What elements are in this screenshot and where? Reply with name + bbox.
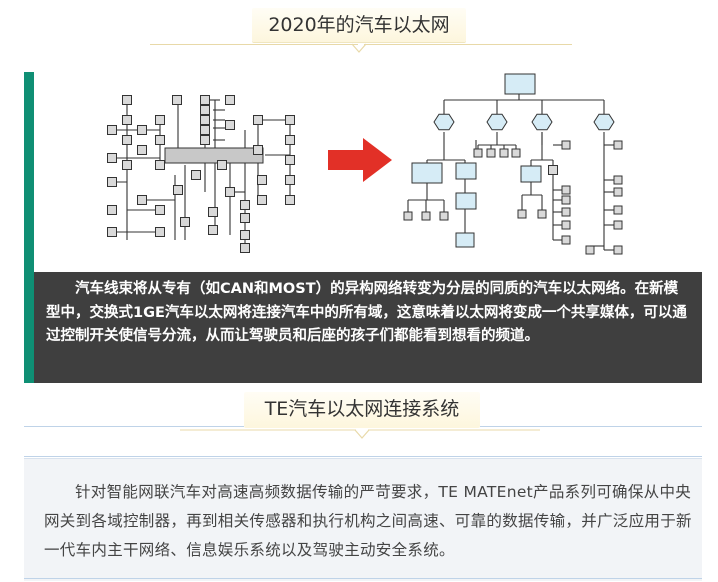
sensor-node bbox=[517, 209, 527, 219]
central-bus bbox=[164, 147, 264, 164]
device-node bbox=[173, 185, 183, 195]
sensor-node bbox=[548, 165, 558, 175]
device-node bbox=[155, 135, 165, 145]
body-text-panel bbox=[24, 458, 702, 581]
section-divider-top-left bbox=[24, 426, 244, 427]
device-node bbox=[137, 145, 147, 155]
device-node bbox=[225, 120, 235, 130]
sensor-node bbox=[561, 235, 571, 245]
sensor-node bbox=[561, 220, 571, 230]
device-node bbox=[155, 227, 165, 237]
device-node bbox=[155, 205, 165, 215]
domain-controller bbox=[455, 192, 477, 210]
device-node bbox=[240, 230, 250, 240]
heading-divider-right bbox=[364, 44, 572, 45]
domain-switch bbox=[593, 113, 615, 131]
device-node bbox=[200, 115, 210, 125]
domain-controller bbox=[520, 165, 542, 183]
domain-controller bbox=[455, 232, 475, 248]
device-node bbox=[225, 187, 235, 197]
sensor-node bbox=[561, 185, 571, 195]
sensor-node bbox=[486, 148, 496, 158]
device-node bbox=[285, 115, 295, 125]
sensor-node bbox=[613, 175, 623, 185]
section-divider-top-right bbox=[480, 426, 702, 427]
body-divider-bottom bbox=[24, 578, 702, 579]
device-node bbox=[257, 175, 267, 185]
device-node bbox=[285, 155, 295, 165]
device-node bbox=[180, 217, 190, 227]
device-node bbox=[240, 213, 250, 223]
device-node bbox=[285, 195, 295, 205]
device-node bbox=[240, 243, 250, 253]
sensor-node bbox=[473, 148, 483, 158]
domain-controller bbox=[455, 162, 477, 180]
body-divider bbox=[24, 456, 702, 457]
figure-caption: 汽车线束将从专有（如CAN和MOST）的异构网络转变为分层的同质的汽车以太网络。… bbox=[34, 272, 702, 383]
device-node bbox=[122, 95, 132, 105]
device-node bbox=[122, 115, 132, 125]
device-node bbox=[253, 115, 263, 125]
device-node bbox=[200, 135, 210, 145]
device-node bbox=[137, 125, 147, 135]
body-paragraph: 针对智能网联汽车对高速高频数据传输的严苛要求，TE MATEnet产品系列可确保… bbox=[44, 483, 692, 559]
device-node bbox=[155, 160, 165, 170]
device-node bbox=[122, 160, 132, 170]
domain-switch bbox=[531, 113, 553, 131]
sensor-node bbox=[439, 211, 449, 221]
device-node bbox=[172, 95, 182, 105]
device-node bbox=[155, 115, 165, 125]
section-heading-te-system: TE汽车以太网连接系统 bbox=[244, 392, 480, 428]
sensor-node bbox=[403, 211, 413, 221]
network-diagram bbox=[107, 73, 623, 255]
accent-bar bbox=[24, 72, 34, 383]
device-node bbox=[208, 225, 218, 235]
device-node bbox=[225, 95, 235, 105]
transition-arrow bbox=[328, 138, 392, 182]
device-node bbox=[200, 95, 210, 105]
domain-controller bbox=[411, 162, 443, 184]
device-node bbox=[107, 205, 117, 215]
device-node bbox=[107, 125, 117, 135]
device-node bbox=[191, 170, 201, 180]
device-node bbox=[107, 177, 117, 187]
device-node bbox=[107, 227, 117, 237]
heading-divider-left bbox=[150, 44, 358, 45]
sensor-node bbox=[613, 205, 623, 215]
sensor-node bbox=[561, 140, 571, 150]
device-node bbox=[285, 175, 295, 185]
device-node bbox=[240, 200, 250, 210]
device-node bbox=[208, 207, 218, 217]
central-gateway bbox=[504, 73, 536, 95]
sensor-node bbox=[561, 207, 571, 217]
device-node bbox=[107, 153, 117, 163]
device-node bbox=[285, 135, 295, 145]
sensor-node bbox=[499, 148, 509, 158]
sensor-node bbox=[537, 209, 547, 219]
sensor-node bbox=[613, 140, 623, 150]
sensor-node bbox=[613, 220, 623, 230]
sensor-node bbox=[613, 245, 623, 255]
sensor-node bbox=[613, 187, 623, 197]
device-node bbox=[200, 105, 210, 115]
sensor-node bbox=[561, 195, 571, 205]
device-node bbox=[217, 160, 227, 170]
domain-switch bbox=[486, 113, 508, 131]
sensor-node bbox=[511, 148, 521, 158]
sensor-node bbox=[585, 245, 595, 255]
device-node bbox=[137, 195, 147, 205]
device-node bbox=[257, 195, 267, 205]
device-node bbox=[200, 125, 210, 135]
sensor-node bbox=[421, 211, 431, 221]
device-node bbox=[122, 135, 132, 145]
domain-switch bbox=[433, 113, 455, 131]
section-heading-2020-ethernet: 2020年的汽车以太网 bbox=[252, 8, 466, 42]
device-node bbox=[253, 145, 263, 155]
